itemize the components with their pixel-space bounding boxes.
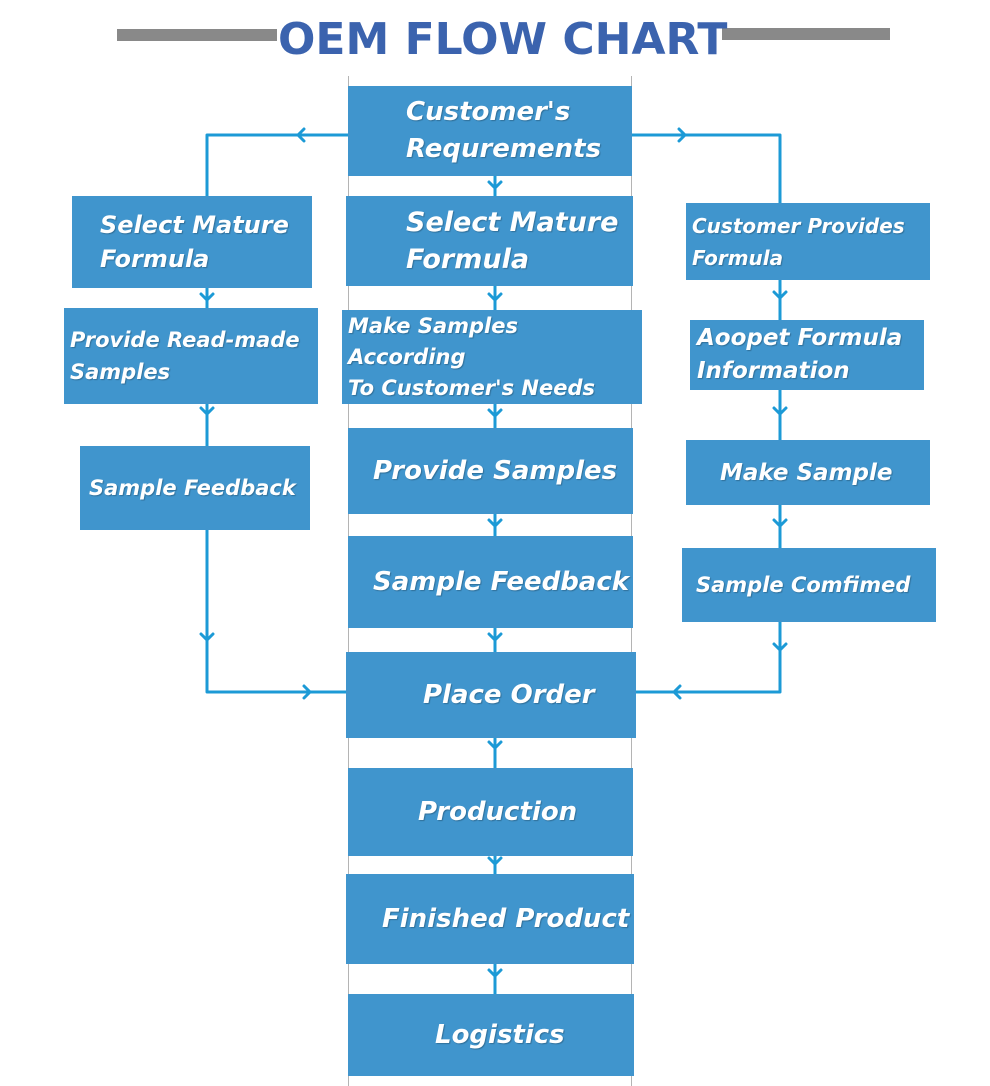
- box-aoopet-formula-information: Aoopet Formula Information: [690, 320, 924, 390]
- arrowhead-3: [772, 290, 788, 300]
- connector-left-branch-start: [205, 133, 350, 198]
- title-bar-right: [722, 28, 890, 40]
- connector-left-merge: [205, 528, 348, 694]
- arrowhead-4: [772, 406, 788, 416]
- arrowhead-2: [199, 632, 215, 642]
- box-sample-feedback-left: Sample Feedback: [80, 446, 310, 530]
- box-select-mature-formula-left: Select Mature Formula: [72, 196, 312, 288]
- arrowhead-6: [772, 642, 788, 652]
- page-title: OEM FLOW CHART: [278, 14, 728, 65]
- arrowhead-18: [302, 684, 312, 700]
- arrowhead-10: [487, 518, 503, 528]
- arrowhead-13: [487, 856, 503, 866]
- box-customer-provides-formula: Customer Provides Formula: [686, 203, 930, 280]
- arrowhead-12: [487, 740, 503, 750]
- arrowhead-8: [487, 292, 503, 302]
- box-finished-product: Finished Product: [346, 874, 634, 964]
- arrowhead-0: [199, 292, 215, 302]
- box-production: Production: [348, 768, 633, 856]
- arrowhead-14: [487, 968, 503, 978]
- box-logistics: Logistics: [348, 994, 634, 1076]
- arrowhead-5: [772, 518, 788, 528]
- box-customer-requirements: Customer's Requrements: [348, 86, 632, 176]
- box-make-samples: Make Samples According To Customer's Nee…: [342, 310, 642, 404]
- arrowhead-9: [487, 408, 503, 418]
- connector-right-branch-start: [630, 133, 782, 205]
- box-place-order: Place Order: [346, 652, 636, 738]
- arrowhead-16: [672, 684, 682, 700]
- box-select-mature-formula-center: Select Mature Formula: [346, 196, 633, 286]
- box-provide-ready-made-samples: Provide Read-made Samples: [64, 308, 318, 404]
- arrowhead-15: [296, 127, 306, 143]
- title-bar-left: [117, 29, 277, 41]
- box-provide-samples: Provide Samples: [348, 428, 633, 514]
- box-sample-feedback-center: Sample Feedback: [348, 536, 633, 628]
- connector-right-merge: [634, 620, 782, 694]
- box-sample-confirmed: Sample Comfimed: [682, 548, 936, 622]
- box-make-sample: Make Sample: [686, 440, 930, 505]
- arrowhead-11: [487, 632, 503, 642]
- arrowhead-7: [487, 180, 503, 190]
- arrowhead-17: [677, 127, 687, 143]
- arrowhead-1: [199, 406, 215, 416]
